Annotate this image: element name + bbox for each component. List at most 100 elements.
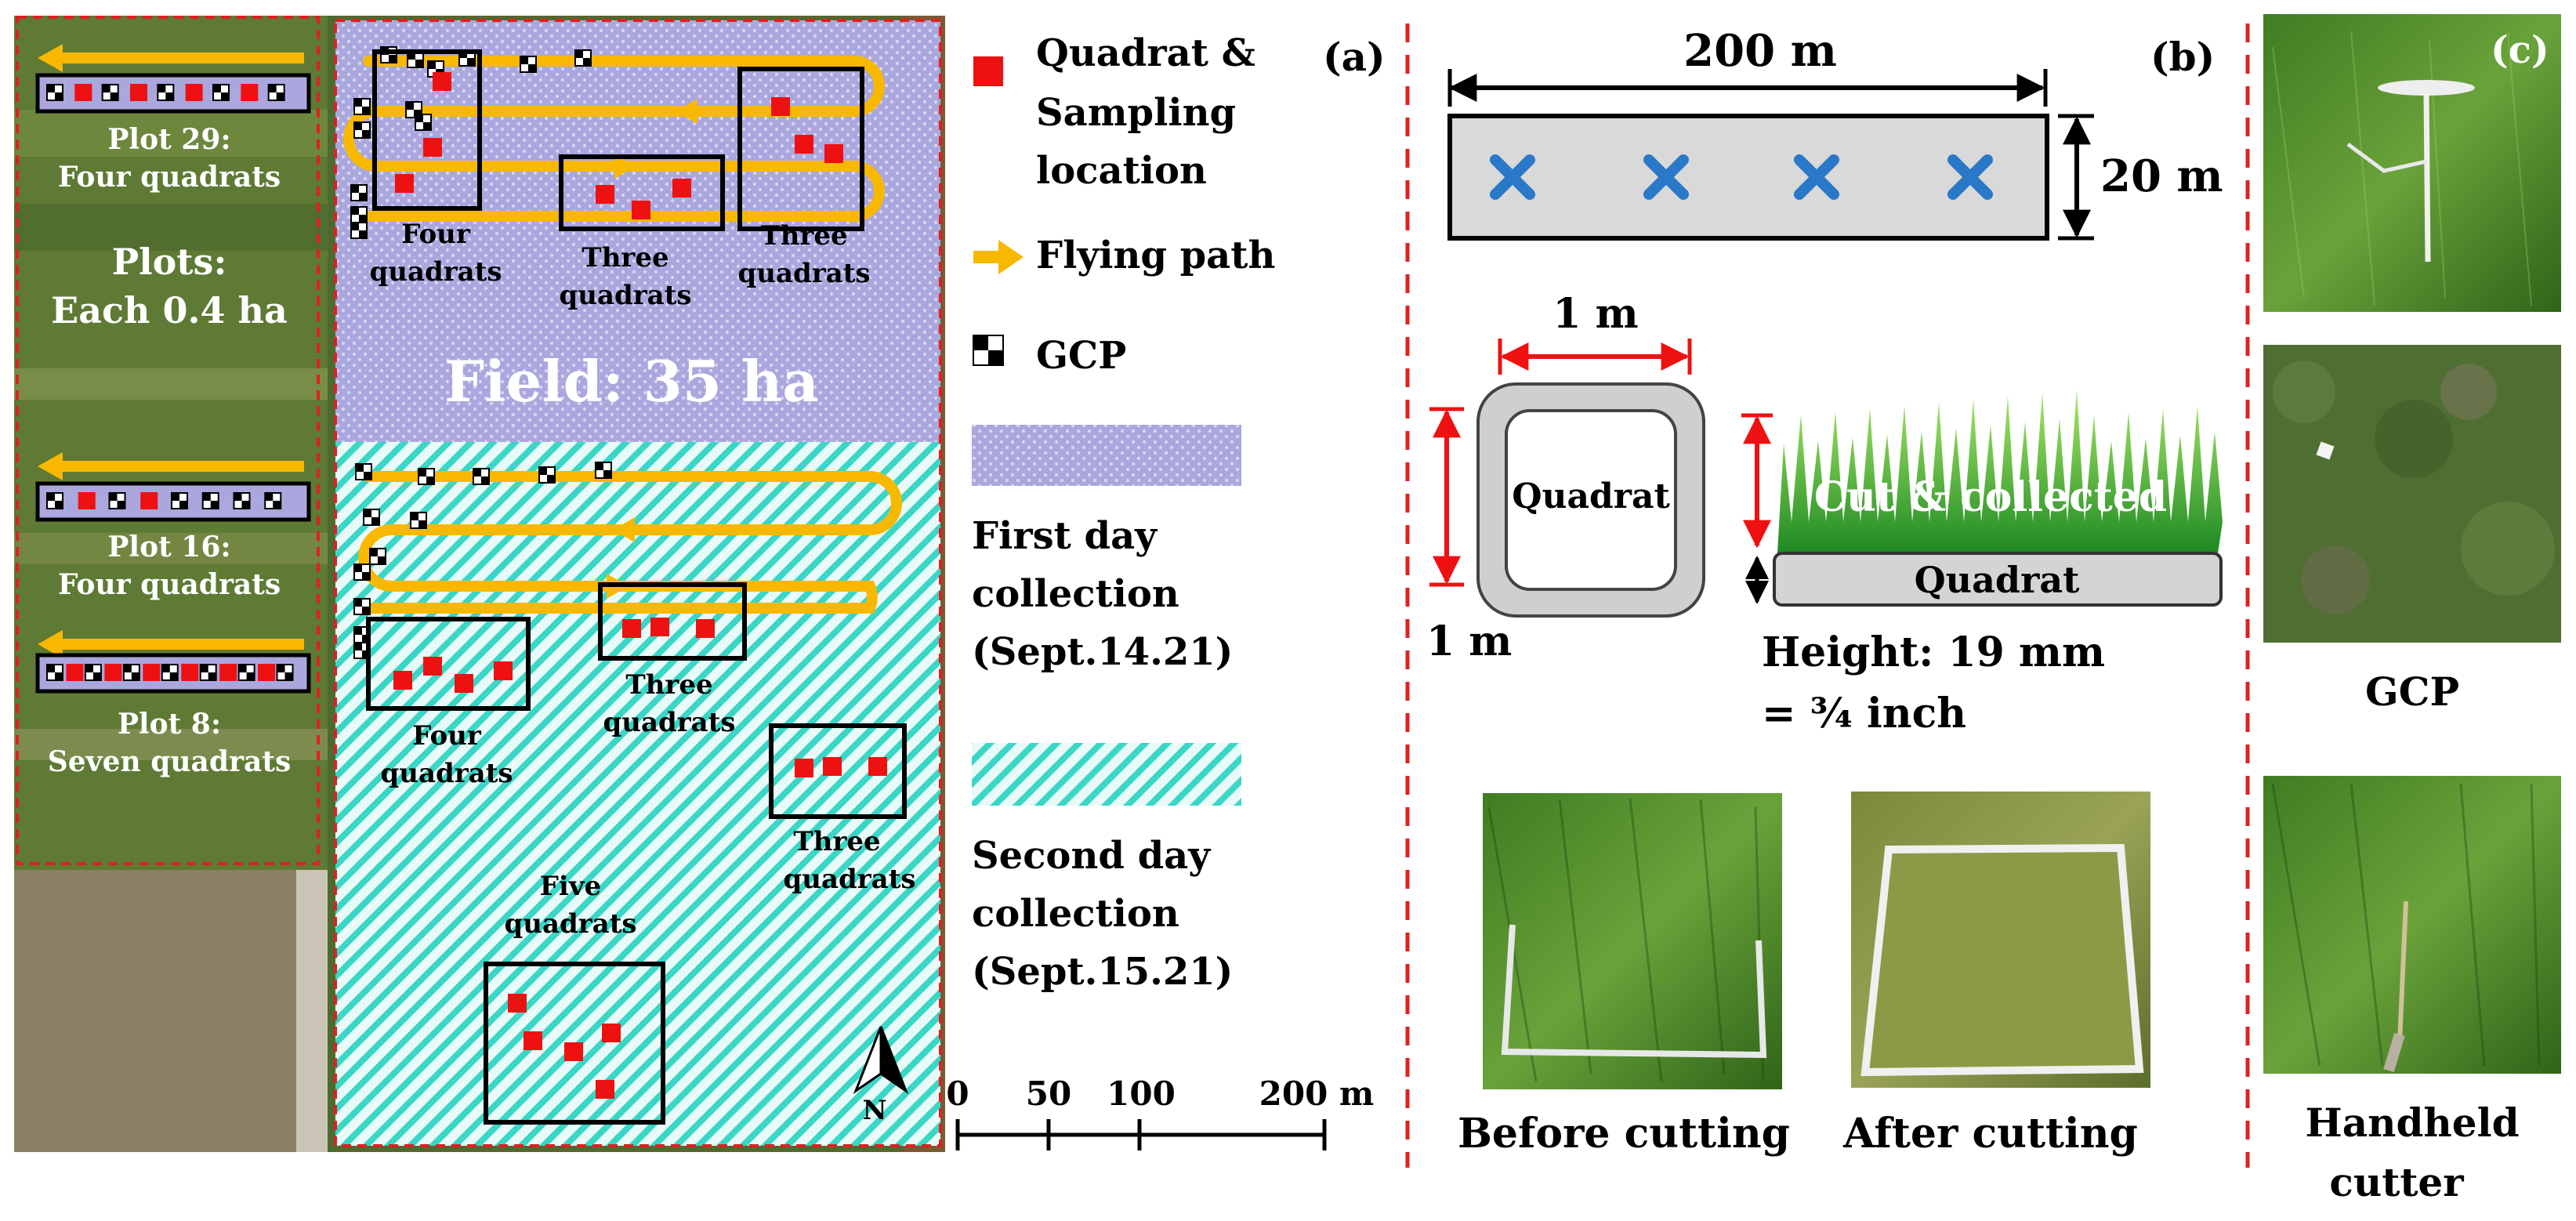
- quadrat-marker: [185, 84, 203, 101]
- quadrat-base: [1773, 552, 2223, 607]
- gcp-icon: [363, 509, 380, 526]
- legend: Quadrat & Sampling location Flying path …: [972, 31, 1275, 994]
- flight-path-second-day: [358, 471, 902, 614]
- cutter-label-1: Handheld: [2305, 1100, 2519, 1146]
- plot-29-strip: [35, 44, 311, 114]
- quadrat-marker: [696, 619, 715, 638]
- field-setup-photo: [2263, 14, 2561, 312]
- gcp-icon: [520, 56, 537, 73]
- cutter-label-2: cutter: [2329, 1159, 2464, 1205]
- plot-8-subtitle: Seven quadrats: [48, 745, 291, 778]
- quadrat-marker: [868, 757, 887, 776]
- quadrat-marker: [508, 994, 527, 1013]
- quadrat-marker: [393, 671, 412, 690]
- quadrat-marker: [455, 674, 473, 693]
- plot-dimension-side: [2058, 114, 2094, 241]
- gcp-photo-label: GCP: [2365, 668, 2459, 715]
- legend-quadrat-line1: Quadrat &: [1036, 31, 1255, 75]
- legend-gcp: GCP: [1036, 334, 1126, 378]
- quadrat-marker: [795, 759, 813, 777]
- quadrat-marker: [824, 144, 843, 163]
- after-cutting-label: After cutting: [1842, 1110, 2138, 1158]
- quadrat-side-label: 1 m: [1426, 618, 1512, 665]
- scale-tick-100: 100: [1107, 1074, 1176, 1113]
- gcp-icon: [407, 51, 424, 68]
- quadrat-label: Quadrat: [1512, 476, 1670, 516]
- scale-tick-50: 50: [1026, 1074, 1071, 1113]
- legend-second-day-1: Second day: [972, 834, 1212, 878]
- gcp-icon: [350, 184, 368, 201]
- quadrat-marker: [823, 757, 842, 776]
- strip-markers: [46, 84, 294, 681]
- flight-arrow: [614, 154, 636, 179]
- panel-c-label: (c): [2491, 28, 2549, 72]
- plot-width-label: 20 m: [2100, 150, 2223, 202]
- quadrat-marker: [596, 185, 614, 204]
- plot-sample-marks: [1490, 154, 1993, 200]
- sample-x-icon: [1794, 154, 1839, 200]
- gcp-icon: [355, 463, 372, 480]
- flight-arrow: [613, 517, 635, 542]
- group-label: Four: [401, 219, 471, 250]
- quadrat-marker: [241, 84, 259, 101]
- legend-first-day-1: First day: [972, 514, 1158, 558]
- gcp-icon: [101, 84, 119, 101]
- quadrat-marker: [564, 1042, 583, 1061]
- plots-info-subtitle: Each 0.4 ha: [51, 289, 288, 332]
- sample-x-icon: [1643, 154, 1689, 200]
- gcp-icon: [418, 468, 435, 485]
- plot-16-strip: [35, 452, 311, 522]
- group-label: quadrats: [783, 864, 915, 895]
- plot-29-subtitle: Four quadrats: [58, 161, 281, 194]
- gcp-icon: [84, 664, 102, 681]
- quadrat-marker: [395, 174, 414, 193]
- gcp-icon: [201, 492, 219, 509]
- quadrat-box: [737, 67, 864, 231]
- gcp-icon: [161, 664, 179, 681]
- quadrat-base-label: Quadrat: [1915, 559, 2081, 601]
- group-label: quadrats: [369, 256, 502, 288]
- legend-flying-path: Flying path: [1036, 234, 1275, 277]
- quadrat-marker: [104, 664, 122, 681]
- legend-second-day-3: (Sept.15.21): [972, 950, 1233, 994]
- field-title: Field: 35 ha: [444, 348, 819, 415]
- group-label: quadrats: [559, 280, 691, 311]
- gcp-icon: [212, 84, 230, 101]
- plot-length-label: 200 m: [1683, 25, 1837, 77]
- quadrat-marker: [143, 664, 161, 681]
- quadrat-box: [366, 617, 531, 711]
- group-label: quadrats: [504, 908, 636, 940]
- gcp-icon: [233, 492, 251, 509]
- quadrat-marker: [650, 618, 669, 636]
- north-label: N: [862, 1095, 886, 1126]
- gcp-icon: [353, 121, 371, 139]
- flight-arrow: [676, 99, 697, 124]
- cut-collected-label: Cut & collected: [1814, 473, 2167, 521]
- height-label-2: = ¾ inch: [1762, 690, 1966, 737]
- gcp-icon: [237, 664, 255, 681]
- legend-second-day-swatch: [972, 743, 1241, 806]
- legend-first-day-2: collection: [972, 572, 1179, 616]
- quadrat-marker: [622, 619, 641, 638]
- quadrat-top-label: 1 m: [1552, 290, 1638, 338]
- legend-flight-arrow-icon: [973, 240, 1024, 274]
- legend-quadrat-line2: Sampling: [1036, 91, 1236, 135]
- plot-8-title: Plot 8:: [118, 708, 221, 741]
- quadrat-marker: [78, 492, 96, 509]
- quadrat-marker: [672, 179, 691, 197]
- quadrat-box: [769, 723, 907, 819]
- gcp-photo: [2263, 345, 2561, 643]
- gcp-icon: [353, 598, 371, 615]
- quadrat-side-dimension: [1429, 407, 1464, 587]
- quadrat-marker: [258, 664, 276, 681]
- group-label: Three: [582, 242, 668, 274]
- handheld-cutter-photo: [2263, 776, 2561, 1074]
- quadrat-marker: [795, 135, 813, 154]
- quadrat-marker: [433, 72, 451, 91]
- plots-frame: [16, 16, 320, 865]
- group-label: Four: [412, 720, 482, 752]
- group-label: quadrats: [603, 707, 735, 738]
- group-label: quadrats: [380, 758, 513, 789]
- legend-gcp-icon: [973, 335, 1004, 366]
